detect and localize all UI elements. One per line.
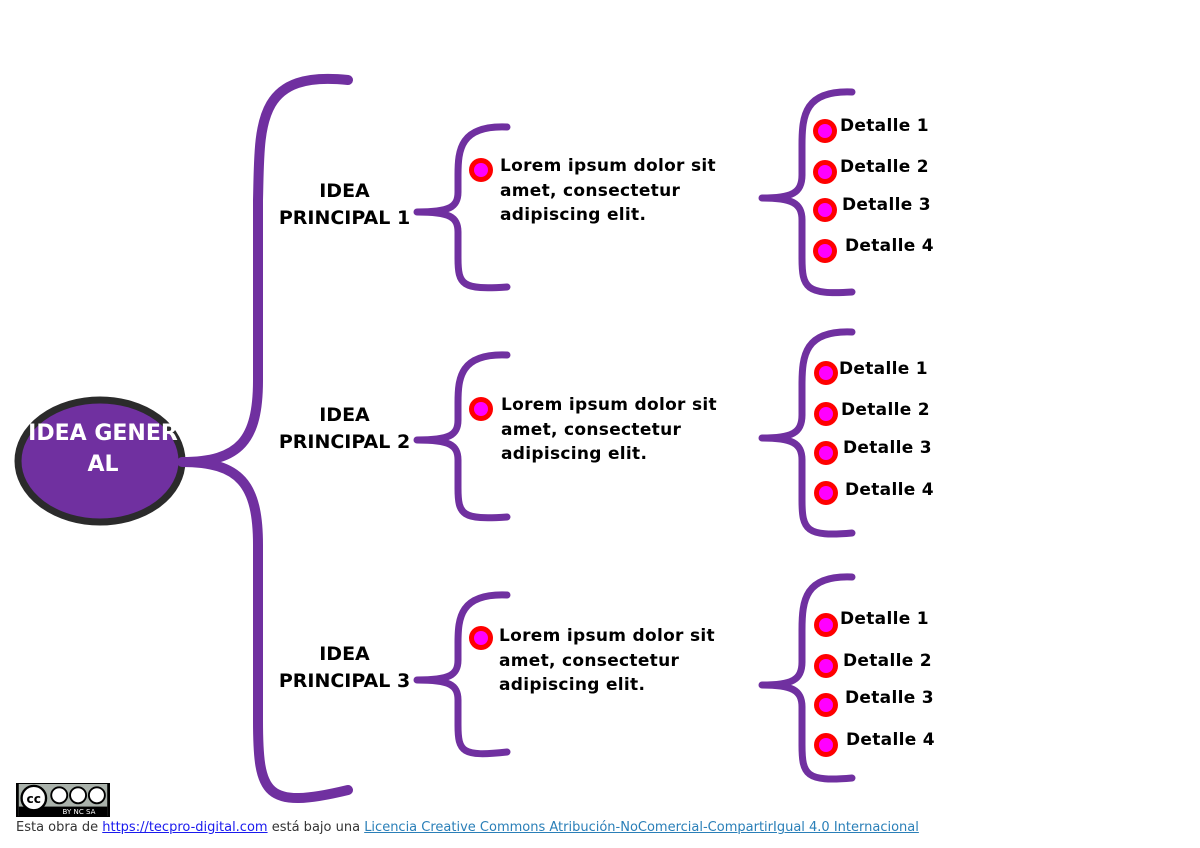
idea-bullet-3 [469,626,493,650]
idea-bullet-2 [469,397,493,421]
idea-text-3: Lorem ipsum dolor sit amet, consectetur … [499,626,715,695]
license-text: Esta obra de https://tecpro-digital.com … [16,820,1016,836]
idea-title-3: IDEA PRINCIPAL 3 [278,643,411,692]
detail-label: Detalle 3 [843,438,932,458]
detail-label: Detalle 4 [845,480,934,500]
detail-label: Detalle 4 [846,730,935,750]
detail-label: Detalle 1 [839,359,928,379]
detail-bullet [814,733,838,757]
detail-label: Detalle 2 [843,651,932,671]
idea-text-1: Lorem ipsum dolor sit amet, consectetur … [500,156,716,225]
detail-bullet [814,654,838,678]
detail-label: Detalle 2 [841,400,930,420]
detail-bullet [814,361,838,385]
cc-license-badge[interactable]: cc BY NC SA [16,783,110,817]
detail-brace-3 [758,573,856,783]
license-footer: cc BY NC SA Esta obra de https://tecpro-… [16,783,1016,836]
detail-label: Detalle 1 [840,116,929,136]
detail-bullet [813,239,837,263]
license-middle: está bajo una [271,820,361,835]
detail-bullet [814,441,838,465]
license-link[interactable]: Licencia Creative Commons Atribución-NoC… [364,820,919,835]
idea-brace-3 [413,591,511,758]
svg-text:cc: cc [27,792,42,806]
detail-bullet [814,613,838,637]
idea-title-1: IDEA PRINCIPAL 1 [278,180,411,229]
main-brace [177,73,353,803]
detail-bullet [813,198,837,222]
detail-label: Detalle 3 [842,195,931,215]
detail-label: Detalle 2 [840,157,929,177]
idea-brace-1 [413,123,511,292]
detail-bullet [813,119,837,143]
idea-text-2: Lorem ipsum dolor sit amet, consectetur … [501,395,717,464]
site-link[interactable]: https://tecpro-digital.com [102,820,268,835]
license-prefix: Esta obra de [16,820,99,835]
idea-title-2: IDEA PRINCIPAL 2 [278,404,411,453]
idea-bullet-1 [469,158,493,182]
detail-bullet [814,402,838,426]
detail-label: Detalle 1 [840,609,929,629]
detail-bullet [813,160,837,184]
detail-label: Detalle 3 [845,688,934,708]
central-idea-label: IDEA GENERAL [28,421,178,477]
detail-brace-1 [758,88,856,297]
detail-bullet [814,481,838,505]
cc-badge-label: BY NC SA [63,807,96,816]
detail-bullet [814,693,838,717]
idea-brace-2 [413,351,511,522]
detail-label: Detalle 4 [845,236,934,256]
detail-brace-2 [758,328,856,538]
